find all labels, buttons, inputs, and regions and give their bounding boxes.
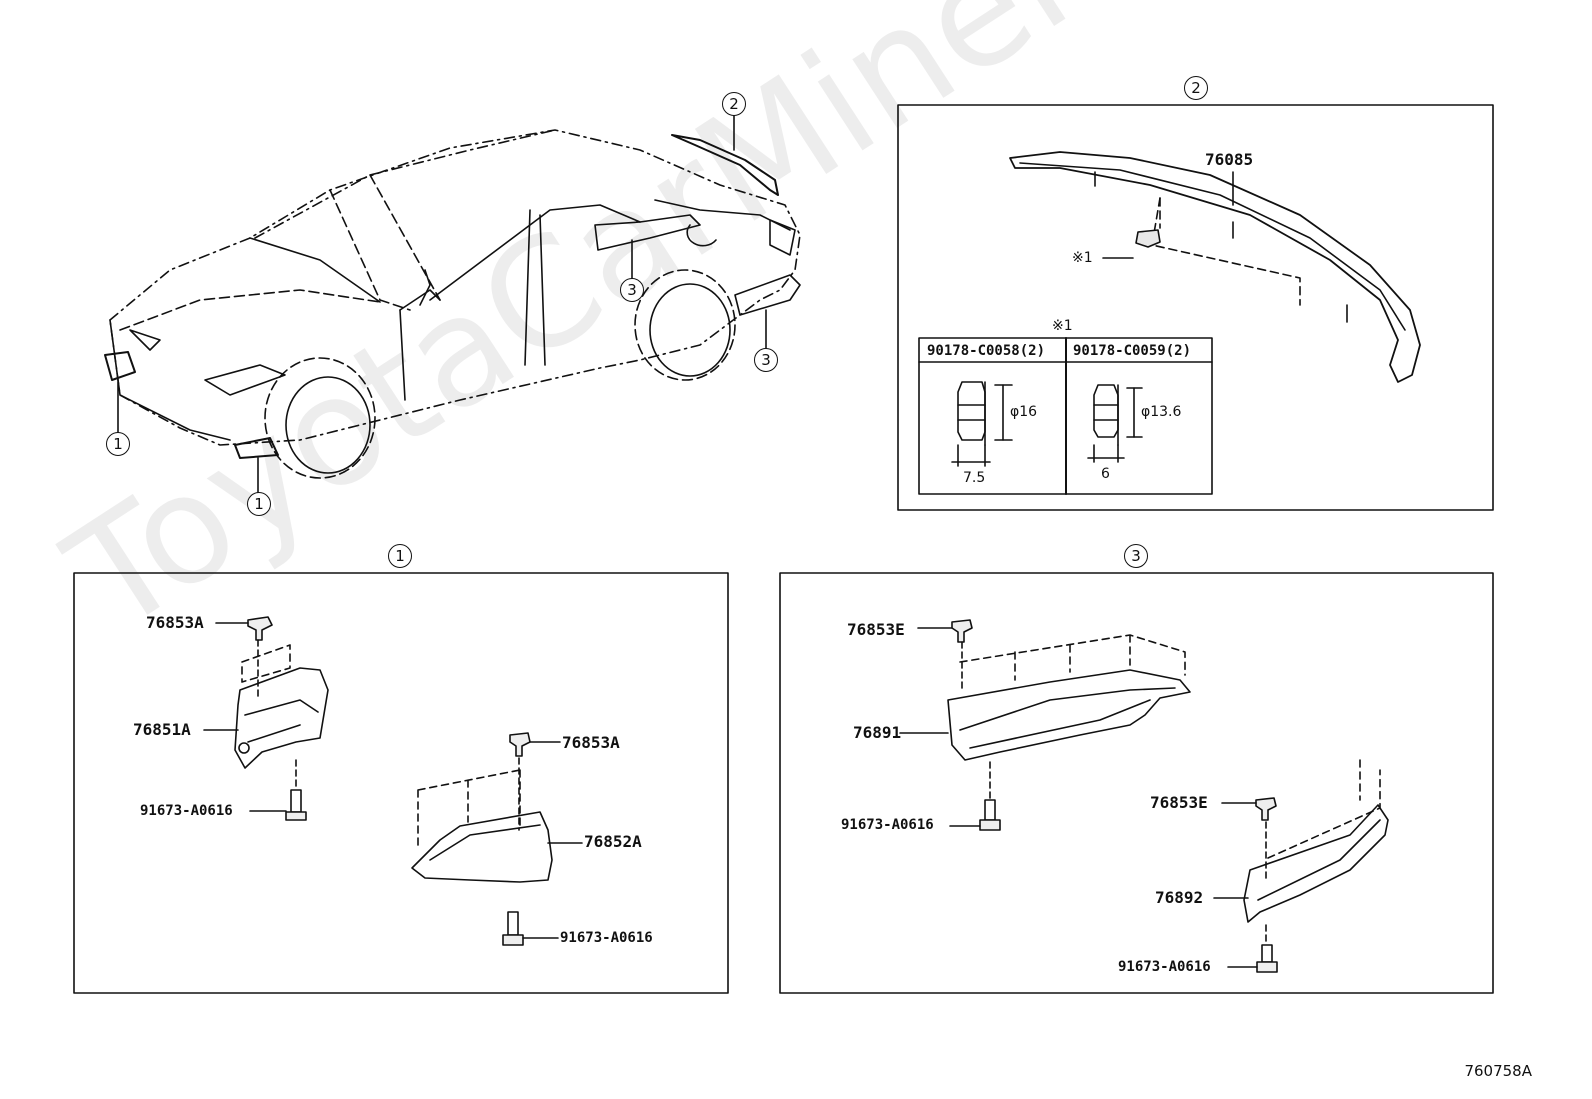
part-76852A[interactable]: 76852A: [584, 832, 642, 851]
table-part-1[interactable]: 90178-C0058(2): [927, 343, 1046, 359]
table-height-2: 6: [1101, 466, 1110, 482]
front-extensions-drawing: [203, 616, 583, 946]
part-91673-A0616-front[interactable]: 91673-A0616: [841, 817, 934, 833]
part-76891[interactable]: 76891: [853, 723, 902, 742]
section-3-frame: [779, 572, 1494, 994]
note-mark-1: ※1: [1072, 250, 1093, 266]
rear-spoiler-drawing: [1009, 151, 1421, 383]
part-76085[interactable]: 76085: [1205, 150, 1254, 169]
part-91673-A0616-rear[interactable]: 91673-A0616: [1118, 959, 1211, 975]
section-3-title: 3: [1124, 544, 1148, 568]
part-76853A-left[interactable]: 76853A: [146, 613, 204, 632]
callout-3-lower[interactable]: 3: [754, 348, 778, 372]
nut-spec-table: [918, 337, 1213, 495]
table-diameter-2: φ13.6: [1141, 404, 1182, 420]
section-2-frame: [897, 104, 1494, 511]
part-76853A-right[interactable]: 76853A: [562, 733, 620, 752]
part-91673-A0616-right[interactable]: 91673-A0616: [560, 930, 653, 946]
table-note-mark: ※1: [1052, 318, 1073, 334]
callout-1-front-side[interactable]: 1: [247, 492, 271, 516]
part-76853E-bottom[interactable]: 76853E: [1150, 793, 1208, 812]
side-extensions-drawing: [899, 619, 1389, 973]
table-diameter-1: φ16: [1010, 404, 1038, 420]
part-76853E-top[interactable]: 76853E: [847, 620, 905, 639]
car-illustration: [104, 111, 801, 493]
section-1-title: 1: [388, 544, 412, 568]
callout-2-spoiler[interactable]: 2: [722, 92, 746, 116]
callout-3-upper[interactable]: 3: [620, 278, 644, 302]
part-76892[interactable]: 76892: [1155, 888, 1204, 907]
table-height-1: 7.5: [963, 470, 986, 486]
callout-1-front[interactable]: 1: [106, 432, 130, 456]
part-91673-A0616-left[interactable]: 91673-A0616: [140, 803, 233, 819]
diagram-code: 760758A: [1464, 1062, 1532, 1080]
section-2-title: 2: [1184, 76, 1208, 100]
part-76851A[interactable]: 76851A: [133, 720, 191, 739]
table-part-2[interactable]: 90178-C0059(2): [1073, 343, 1192, 359]
section-1-frame: [73, 572, 729, 994]
